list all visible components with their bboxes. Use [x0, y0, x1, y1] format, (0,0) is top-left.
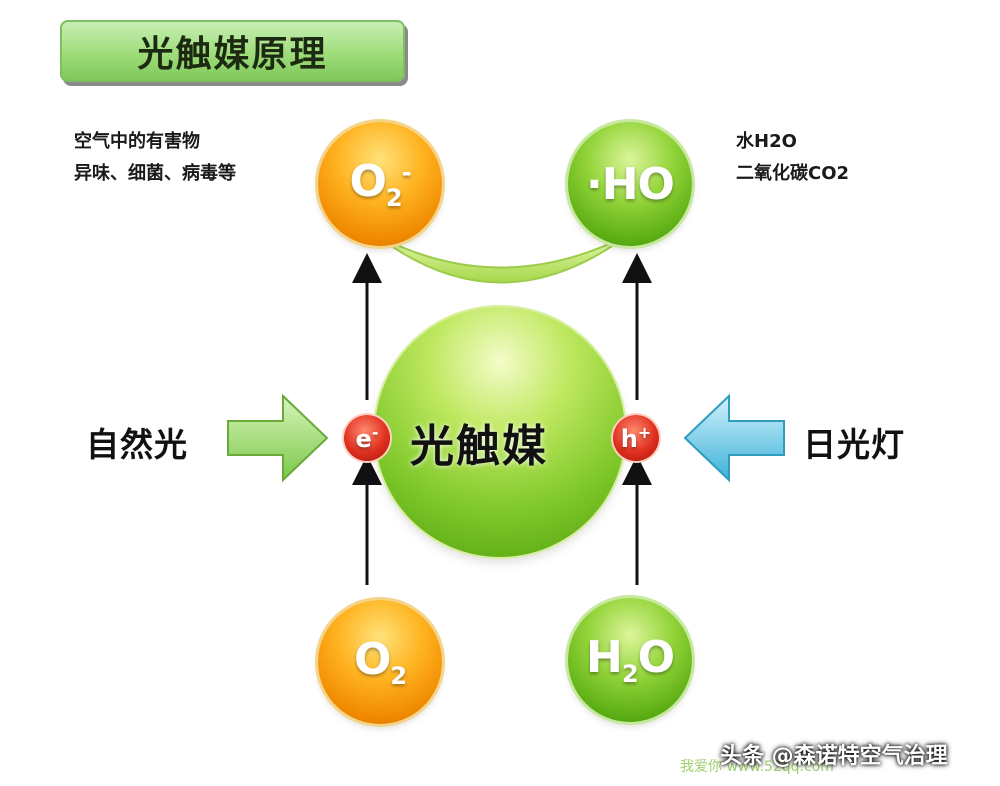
right-note-line-2: 二氧化碳CO2 [736, 163, 850, 184]
photocatalyst-label: 光触媒 [410, 421, 548, 472]
left-note: 空气中的有害物 异味、细菌、病毒等 [74, 126, 236, 190]
natural-light-label: 自然光 [86, 425, 188, 464]
hole-label: h+ [620, 423, 652, 453]
hole-particle: h+ [613, 415, 659, 461]
sphere-oxygen-label: O2 [353, 634, 407, 690]
page-title: 光触媒原理 [137, 33, 328, 75]
sphere-photocatalyst [375, 307, 625, 557]
sphere-oxygen: O2 [318, 600, 442, 724]
sphere-hydroxyl-label: ·HO [586, 158, 675, 210]
sphere-superoxide: O2- [318, 122, 442, 246]
title-banner: 光触媒原理 [60, 20, 405, 82]
fluorescent-light-arrow [683, 393, 785, 483]
sphere-water: H2O [568, 598, 692, 722]
site-watermark: 我爱你 www.52qq.com [680, 759, 834, 775]
sphere-superoxide-label: O2- [349, 156, 411, 212]
right-note: 水H2O 二氧化碳CO2 [736, 126, 849, 190]
left-note-line-2: 异味、细菌、病毒等 [74, 163, 236, 184]
left-note-line-1: 空气中的有害物 [74, 131, 200, 152]
author-watermark: 头条 @森诺特空气治理 [720, 744, 948, 769]
electron-particle: e- [344, 415, 390, 461]
top-connector-arc [375, 234, 629, 284]
right-note-line-1: 水H2O [736, 131, 797, 152]
sphere-hydroxyl-radical: ·HO [568, 122, 692, 246]
electron-label: e- [355, 423, 379, 453]
fluorescent-light-label: 日光灯 [803, 425, 905, 464]
natural-light-arrow [227, 393, 329, 483]
sphere-water-label: H2O [586, 632, 675, 688]
